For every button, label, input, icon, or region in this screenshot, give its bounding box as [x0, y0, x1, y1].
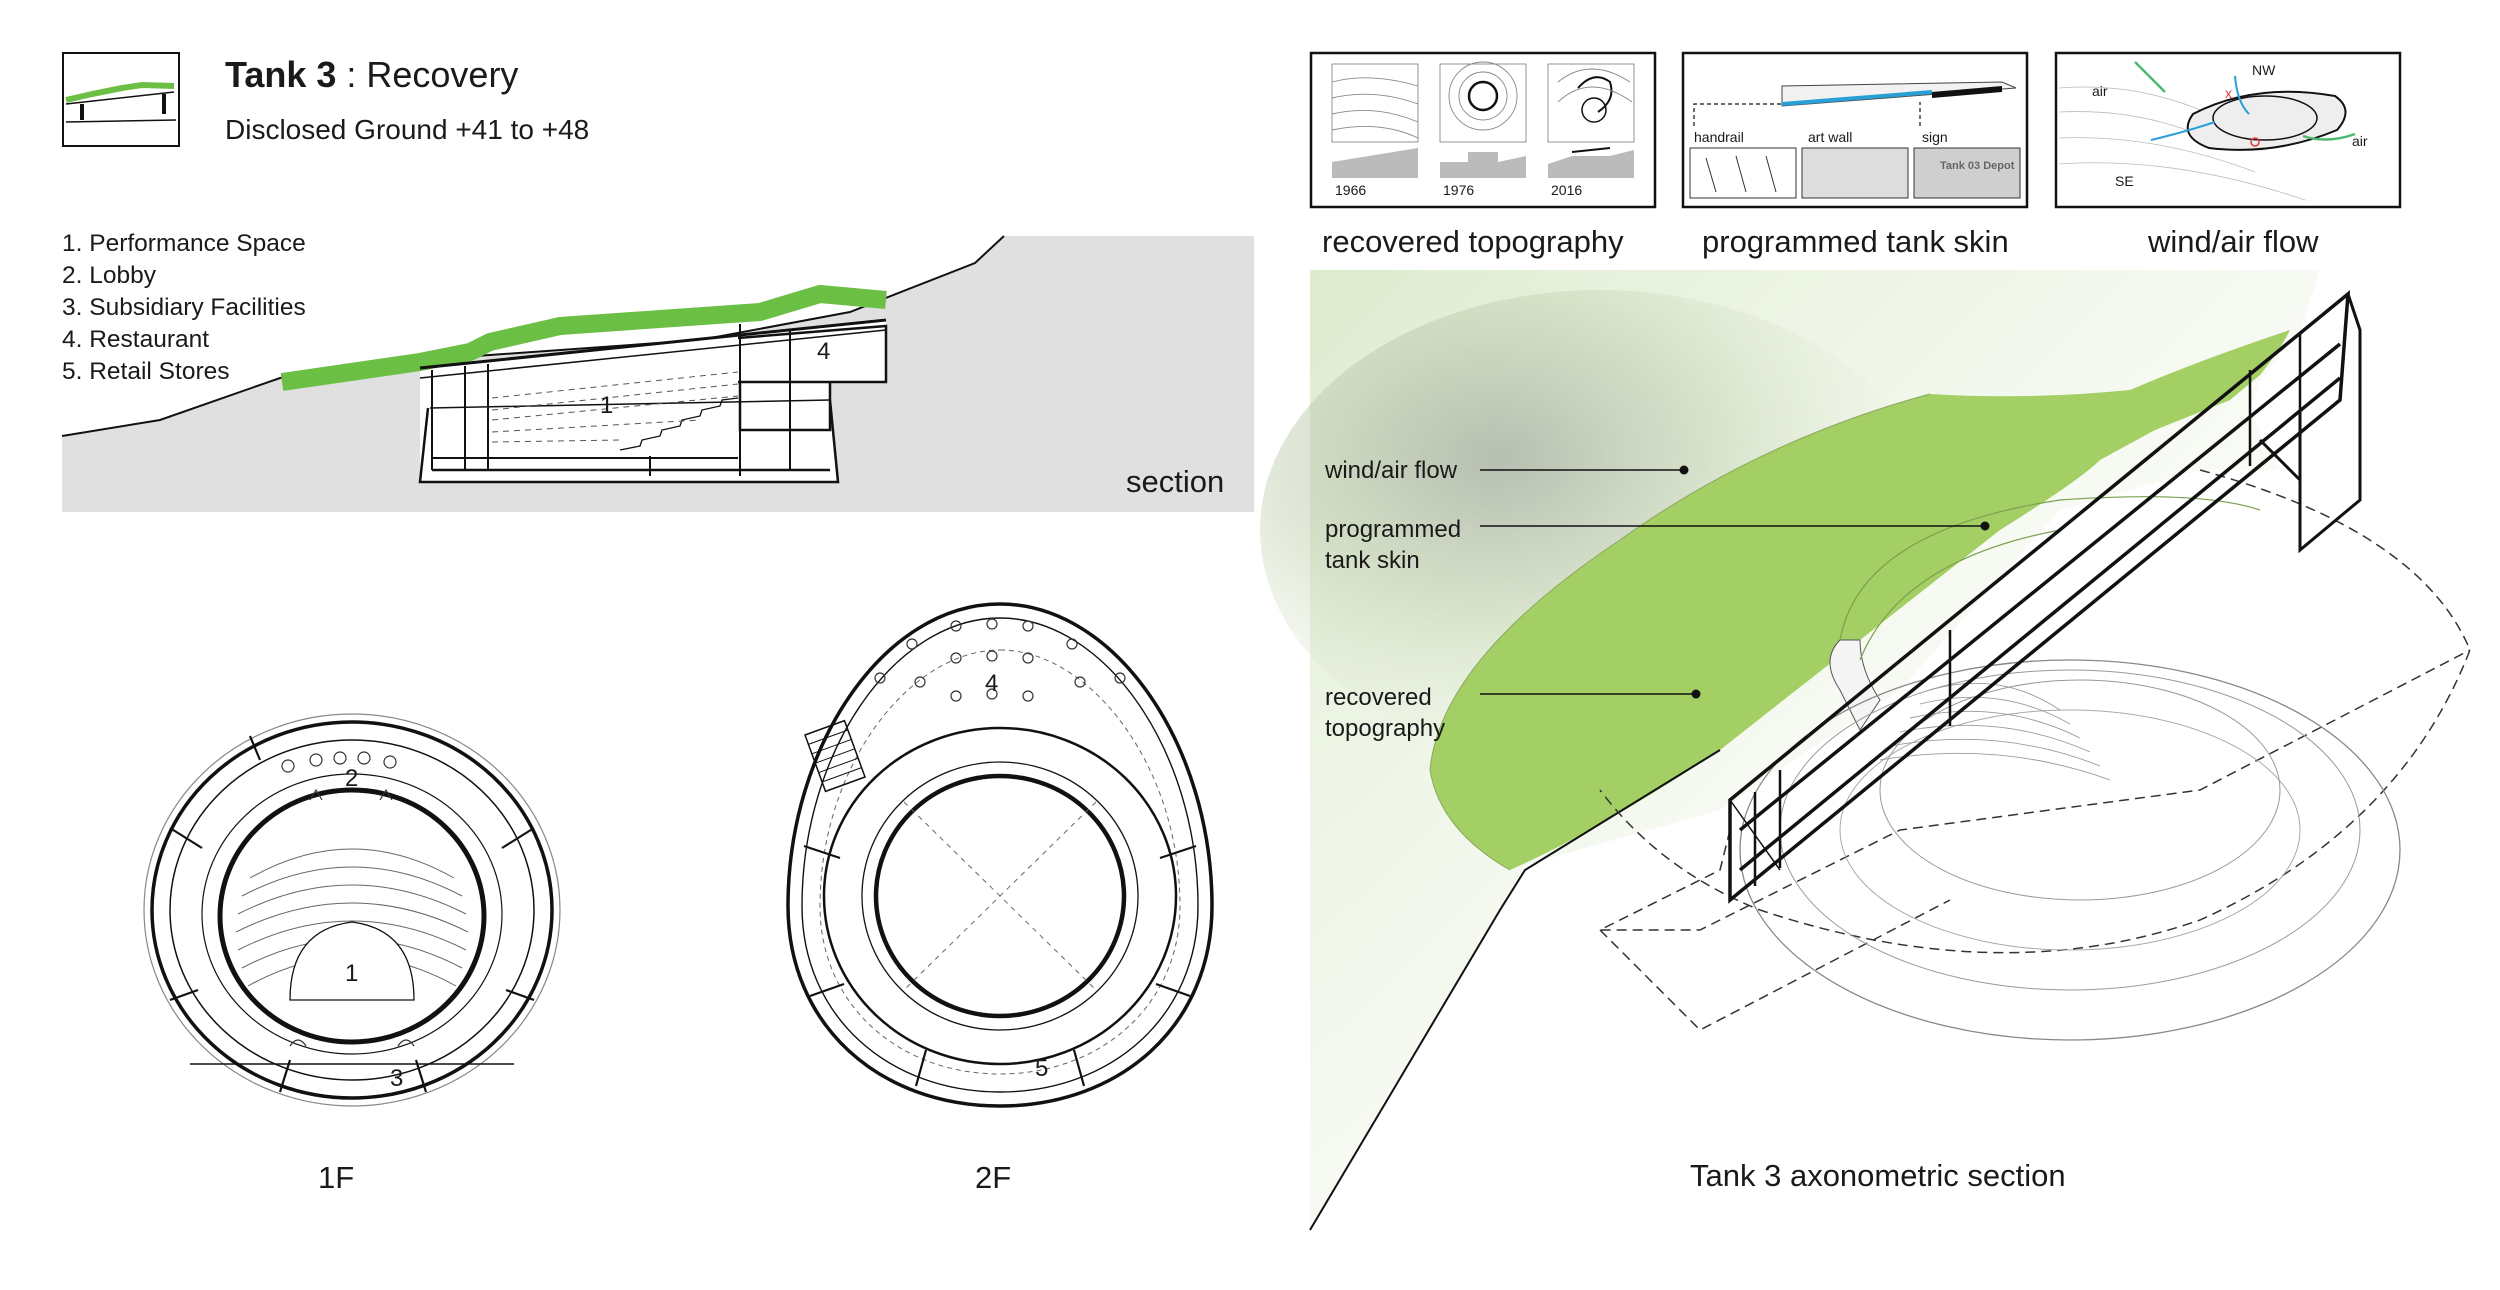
wind-label-nw: NW: [2252, 62, 2276, 78]
wind-label-air-left: air: [2092, 83, 2108, 99]
topography-caption: recovered topography: [1322, 224, 1624, 259]
section-label-restaurant: 4: [817, 338, 831, 365]
wind-flow-caption: wind/air flow: [2148, 224, 2319, 259]
plan-2f-drawing: [786, 602, 1214, 1108]
section-drawing: [61, 235, 1254, 512]
skin-label-art-wall: art wall: [1808, 129, 1853, 145]
plan-1f-caption: 1F: [318, 1160, 355, 1195]
plan-1f-lobby-number: 2: [345, 765, 359, 792]
legend-item-retail: 5. Retail Stores: [62, 358, 230, 385]
skin-label-handrail: handrail: [1694, 129, 1744, 145]
svg-text:x: x: [2225, 85, 2232, 101]
legend-item-subsidiary: 3. Subsidiary Facilities: [62, 294, 306, 321]
axonometric-caption: Tank 3 axonometric section: [1690, 1158, 2066, 1193]
skin-sign-text: Tank 03 Depot: [1940, 160, 2015, 172]
wind-label-se: SE: [2115, 173, 2134, 189]
legend-item-performance: 1. Performance Space: [62, 230, 306, 257]
wind-label-air-right: air: [2352, 133, 2368, 149]
topography-thumbnail: [1309, 51, 1657, 209]
topo-year-1976: 1976: [1443, 182, 1475, 198]
plan-2f-caption: 2F: [975, 1160, 1012, 1195]
page-title-bold: Tank 3: [225, 54, 337, 95]
callout-tank-skin-line2: tank skin: [1325, 547, 1420, 574]
plan-1f-subsidiary-number: 3: [390, 1065, 404, 1092]
section-label-performance: 1: [600, 392, 614, 419]
topo-year-2016: 2016: [1551, 182, 1583, 198]
legend-item-lobby: 2. Lobby: [62, 262, 156, 289]
page-title-rest: : Recovery: [336, 54, 519, 95]
tank-skin-caption: programmed tank skin: [1702, 224, 2009, 259]
plan-1f-performance-number: 1: [345, 960, 359, 987]
topo-year-1966: 1966: [1335, 182, 1367, 198]
callout-tank-skin-line1: programmed: [1325, 516, 1462, 543]
plan-1f-drawing: [143, 713, 561, 1107]
callout-wind-flow: wind/air flow: [1325, 457, 1458, 484]
wind-flow-thumbnail: x: [2054, 51, 2402, 209]
skin-label-sign: sign: [1922, 129, 1948, 145]
page-title: Tank 3 : Recovery: [225, 54, 518, 96]
legend-item-restaurant: 4. Restaurant: [62, 326, 210, 353]
callout-topography: recovered topography: [1325, 682, 1445, 744]
tank-skin-thumbnail: [1681, 51, 2029, 209]
callout-topography-line1: recovered: [1325, 684, 1432, 711]
callout-tank-skin: programmed tank skin: [1325, 514, 1461, 576]
section-caption: section: [1126, 464, 1225, 499]
key-plan-icon: [62, 52, 180, 147]
program-legend: 1. Performance Space 2. Lobby 3. Subsidi…: [62, 228, 306, 388]
callout-topography-line2: topography: [1325, 715, 1446, 742]
plan-2f-retail-number: 5: [1035, 1055, 1049, 1082]
plan-2f-restaurant-number: 4: [985, 670, 999, 697]
axonometric-drawing: [1260, 270, 2471, 1231]
page-subtitle: Disclosed Ground +41 to +48: [225, 114, 590, 145]
